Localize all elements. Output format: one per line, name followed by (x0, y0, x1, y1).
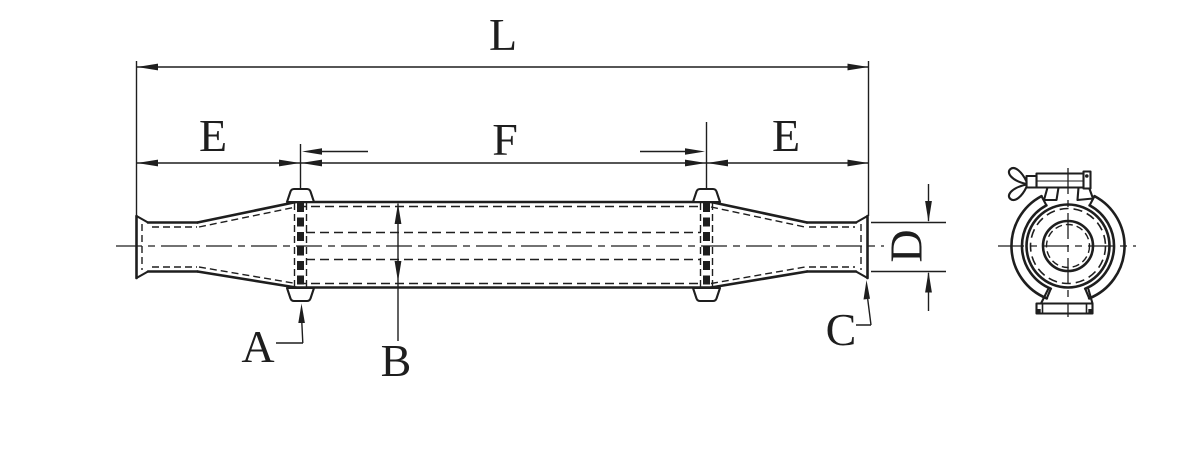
shell (294, 200, 713, 289)
dimension-left-end: E (199, 110, 227, 161)
callout-clamp: A (241, 303, 305, 372)
dimension-label-D: D (881, 229, 932, 262)
dimension-label-F: F (492, 114, 518, 165)
extension-lines (135, 61, 870, 216)
inner-tube-hidden-lines (306, 231, 701, 261)
dimension-label-B: B (381, 335, 412, 386)
end-view (998, 167, 1136, 317)
clamp-top (285, 187, 316, 204)
end-view-centerlines (998, 168, 1136, 317)
arrowhead (394, 261, 402, 282)
arrowhead (279, 159, 300, 167)
arrowhead (298, 303, 305, 323)
lug-ear-left (1042, 186, 1060, 202)
hinge-pin-left (1037, 309, 1041, 313)
dimension-overall-length: L (136, 9, 869, 71)
bolt-pin-dot (1085, 174, 1089, 178)
dimension-label-E-right: E (772, 110, 800, 161)
bolt-bar (1025, 170, 1092, 190)
hinge-lug (1035, 288, 1094, 315)
bolt-end-block (1082, 170, 1092, 190)
arrowhead (847, 159, 869, 167)
nut-face (1025, 174, 1038, 189)
wing-nut (1007, 167, 1028, 201)
arrowhead (847, 63, 869, 71)
left-cone (196, 200, 298, 289)
callout-label-C: C (826, 304, 857, 355)
arrowhead (685, 159, 706, 167)
arrowhead (685, 148, 705, 155)
arrowhead (863, 280, 870, 300)
dimension-row-EFE: E F E (136, 110, 869, 167)
left-ferrule (135, 214, 199, 280)
dimension-middle-section: F (302, 114, 705, 165)
right-clamp-joint (691, 187, 722, 303)
arrowhead (137, 159, 158, 167)
hinge-pin-right (1088, 309, 1092, 313)
dimension-label-L: L (489, 9, 517, 60)
dimension-port-diameter: D (871, 184, 946, 311)
left-clamp-joint (285, 187, 316, 303)
arrowhead (301, 159, 322, 167)
dimension-label-E-left: E (199, 110, 227, 161)
right-cone (709, 200, 809, 289)
arrowhead (707, 159, 728, 167)
callout-ferrule: C (826, 280, 872, 355)
arrowhead (925, 201, 932, 222)
clamp-bottom (691, 286, 722, 303)
arrowhead (302, 148, 322, 155)
clamp-top (691, 187, 722, 204)
right-ferrule (805, 214, 869, 280)
arrowhead (394, 203, 402, 224)
arrowhead (137, 63, 158, 71)
dimension-inner-diameter: B (381, 203, 412, 386)
arrowhead (925, 271, 932, 293)
callout-label-A: A (241, 321, 274, 372)
side-view (116, 187, 884, 303)
dimension-right-end: E (772, 110, 800, 161)
clamp-bottom (285, 286, 316, 303)
